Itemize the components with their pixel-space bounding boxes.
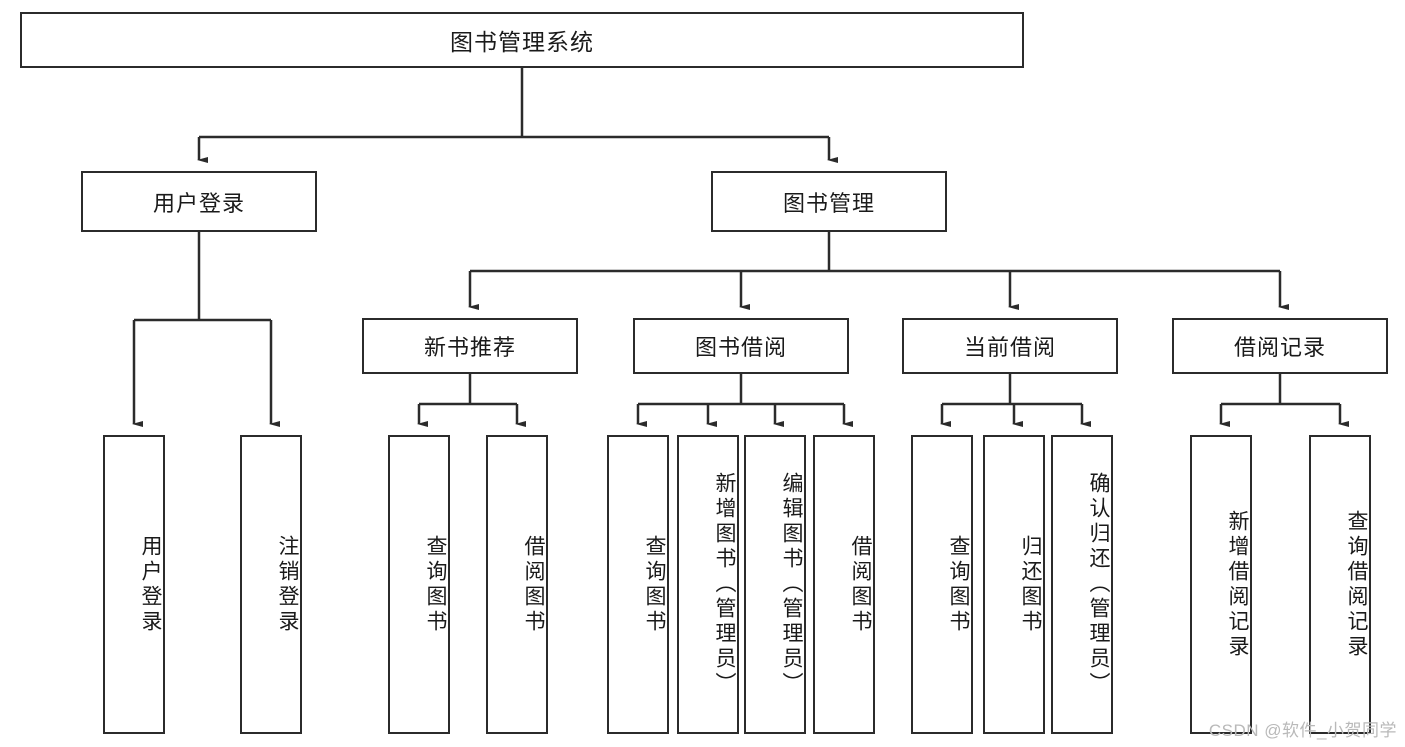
node-label: 查询图书 (947, 534, 970, 635)
node-label: 新书推荐 (423, 335, 516, 360)
node-label: 注销登录 (276, 534, 299, 635)
node-current-borrow[interactable]: 当前借阅 (902, 318, 1118, 374)
node-label: 查询图书 (643, 534, 666, 635)
node-label: 当前借阅 (963, 335, 1056, 360)
node-label: 确认归还（管理员） (1087, 472, 1110, 697)
node-leaf-add-record[interactable]: 新增借阅记录 (1190, 435, 1252, 734)
node-book-borrow[interactable]: 图书借阅 (633, 318, 849, 374)
node-label: 用户登录 (152, 190, 245, 216)
node-leaf-query-book-1[interactable]: 查询图书 (388, 435, 450, 734)
node-label: 查询借阅记录 (1345, 509, 1368, 660)
node-label: 新增借阅记录 (1226, 509, 1249, 660)
node-leaf-borrow-book-2[interactable]: 借阅图书 (813, 435, 875, 734)
node-label: 图书借阅 (694, 335, 787, 360)
node-root[interactable]: 图书管理系统 (20, 12, 1024, 68)
node-leaf-return-book[interactable]: 归还图书 (983, 435, 1045, 734)
node-leaf-borrow-book-1[interactable]: 借阅图书 (486, 435, 548, 734)
node-label: 查询图书 (424, 534, 447, 635)
node-leaf-user-login[interactable]: 用户登录 (103, 435, 165, 734)
node-label: 借阅图书 (849, 534, 872, 635)
node-label: 图书管理 (782, 190, 875, 216)
node-label: 用户登录 (139, 534, 162, 635)
node-leaf-add-book[interactable]: 新增图书（管理员） (677, 435, 739, 734)
node-new-book-rec[interactable]: 新书推荐 (362, 318, 578, 374)
node-borrow-record[interactable]: 借阅记录 (1172, 318, 1388, 374)
node-leaf-query-record[interactable]: 查询借阅记录 (1309, 435, 1371, 734)
node-label: 借阅记录 (1233, 335, 1326, 360)
node-leaf-query-book-3[interactable]: 查询图书 (911, 435, 973, 734)
watermark: CSDN @软件_小贺同学 (1208, 721, 1397, 740)
node-label: 新增图书（管理员） (713, 472, 736, 697)
node-user-login[interactable]: 用户登录 (81, 171, 317, 232)
node-leaf-edit-book[interactable]: 编辑图书（管理员） (744, 435, 806, 734)
node-label: 编辑图书（管理员） (780, 472, 803, 697)
node-leaf-user-logout[interactable]: 注销登录 (240, 435, 302, 734)
node-label: 图书管理系统 (450, 29, 594, 55)
node-label: 借阅图书 (522, 534, 545, 635)
node-leaf-query-book-2[interactable]: 查询图书 (607, 435, 669, 734)
node-leaf-confirm-return[interactable]: 确认归还（管理员） (1051, 435, 1113, 734)
node-book-manage[interactable]: 图书管理 (711, 171, 947, 232)
node-label: 归还图书 (1019, 534, 1042, 635)
